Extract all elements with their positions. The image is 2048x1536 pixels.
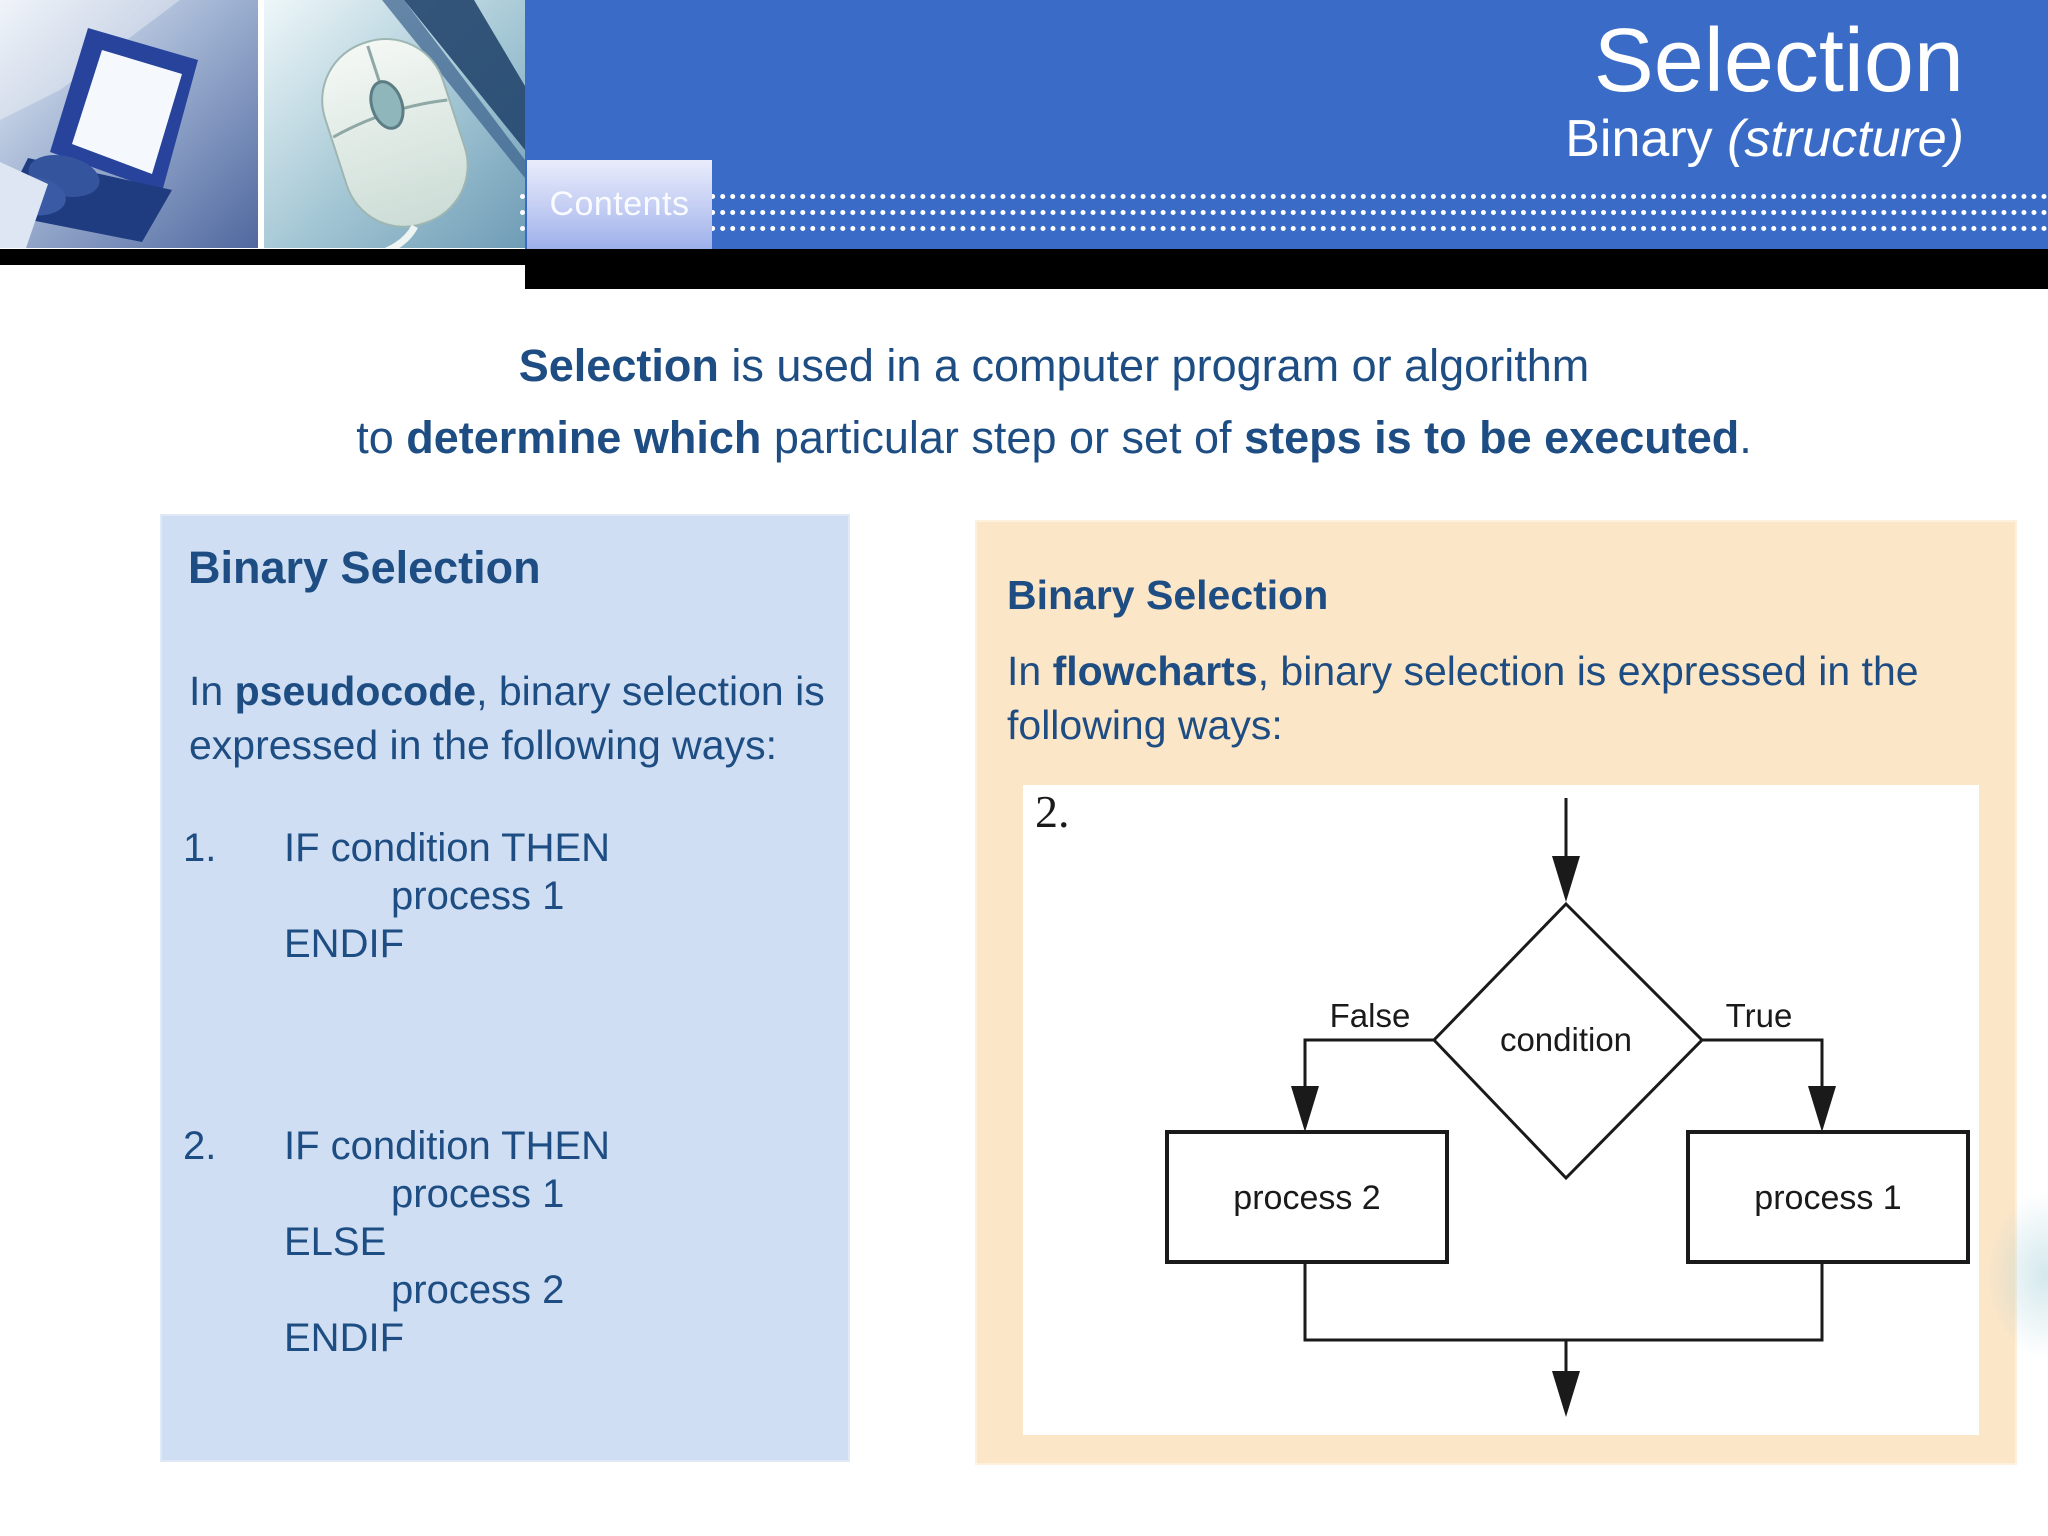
dotted-rule-1 [520,194,2048,199]
item2-line-else: ELSE [284,1220,387,1264]
contents-button-label: Contents [549,185,690,223]
subtitle-text: Binary [1565,110,1713,169]
pseudocode-panel: Binary Selection In pseudocode, binary s… [160,514,850,1462]
flow-true-arrowhead [1808,1086,1836,1132]
laptop-screen [72,50,182,174]
sleeve [0,162,48,248]
intro-line2-pre: to [356,412,407,463]
flow-process2-label: process 2 [1233,1179,1380,1217]
page-title: Selection [1593,11,1964,111]
contents-button[interactable]: Contents [527,160,712,249]
flow-false-branch-line [1303,1038,1434,1087]
para-bold: pseudocode [234,668,477,714]
mouse-body-group [321,37,469,248]
list-number-1: 1. [183,826,217,870]
intro-text: Selection is used in a computer program … [30,330,2048,474]
flowchart-panel: Binary Selection In flowcharts, binary s… [975,520,2017,1465]
mouse-photo [264,0,525,248]
scroll-wheel [369,80,405,130]
flow-entry-arrowhead [1552,856,1580,902]
flow-join-line [1303,1262,1824,1342]
intro-line1-bold: Selection [518,340,719,391]
intro-line1-rest: is used in a computer program or algorit… [718,340,1590,391]
item2-line-endif: ENDIF [284,1316,404,1360]
intro-line2-end: . [1739,412,1752,463]
item1-line-endif: ENDIF [284,922,404,966]
flow-process2-box [1165,1130,1449,1264]
mouse-cable [339,224,418,248]
black-bar-thick [525,249,2048,289]
title-block: Selection Binary (structure) [1565,11,1964,169]
dotted-rule-3 [520,226,2048,231]
strap-shadow-2 [382,0,525,178]
item1-line-if: IF condition THEN [284,826,611,870]
intro-line2-bold1: determine which [406,412,762,463]
laptop-photo [0,0,258,248]
flow-false-label: False [1330,997,1411,1034]
flow-false-arrowhead [1291,1086,1319,1132]
flow-true-branch-line [1702,1038,1824,1087]
intro-line2-bold2: steps is to be executed [1244,412,1740,463]
flow-condition-label: condition [1500,1021,1632,1058]
intro-line-2: to determine which particular step or se… [30,402,2048,474]
item2-line-if: IF condition THEN [284,1124,611,1168]
figure-number-label: 2. [1035,786,1070,837]
page-subtitle: Binary (structure) [1565,111,1964,168]
header-blue-band [525,0,2048,249]
intro-line2-mid: particular step or set of [761,412,1245,463]
para-line1-rest: , binary selection is expressed in the [1257,648,1919,694]
flow-exit-arrowhead [1552,1371,1580,1417]
intro-line-1: Selection is used in a computer program … [30,330,2048,402]
flow-true-label: True [1726,997,1793,1034]
flow-decision-diamond [1431,901,1705,1181]
item2-line-process1: process 1 [391,1172,565,1216]
flowchart-panel-heading: Binary Selection [1007,572,1329,618]
pseudocode-panel-heading: Binary Selection [188,542,541,593]
item2-line-process2: process 2 [391,1268,565,1312]
subtitle-note: (structure) [1712,110,1964,169]
flow-process1-label: process 1 [1754,1179,1901,1217]
flowchart-panel-paragraph: In flowcharts, binary selection is expre… [1007,644,1919,752]
para-line1-rest: , binary selection is [476,668,825,714]
list-number-2: 2. [183,1124,217,1168]
para-line2: following ways: [1007,702,1283,748]
mouse-body [321,37,469,228]
flow-process1-box [1686,1130,1970,1264]
para-line2: expressed in the following ways: [189,722,777,768]
background-smudge [1985,1190,2048,1360]
flowchart-svg: condition False True process 2 process 1 [1165,798,1970,1417]
para-bold: flowcharts [1052,648,1258,694]
dotted-rule-2 [520,210,2048,215]
flowchart-figure: 2. condition False True proce [1023,785,1979,1435]
para-pre: In [189,668,235,714]
strap-shadow [404,0,525,150]
item1-line-process1: process 1 [391,874,565,918]
para-pre: In [1007,648,1053,694]
pseudocode-panel-paragraph: In pseudocode, binary selection is expre… [189,664,825,772]
